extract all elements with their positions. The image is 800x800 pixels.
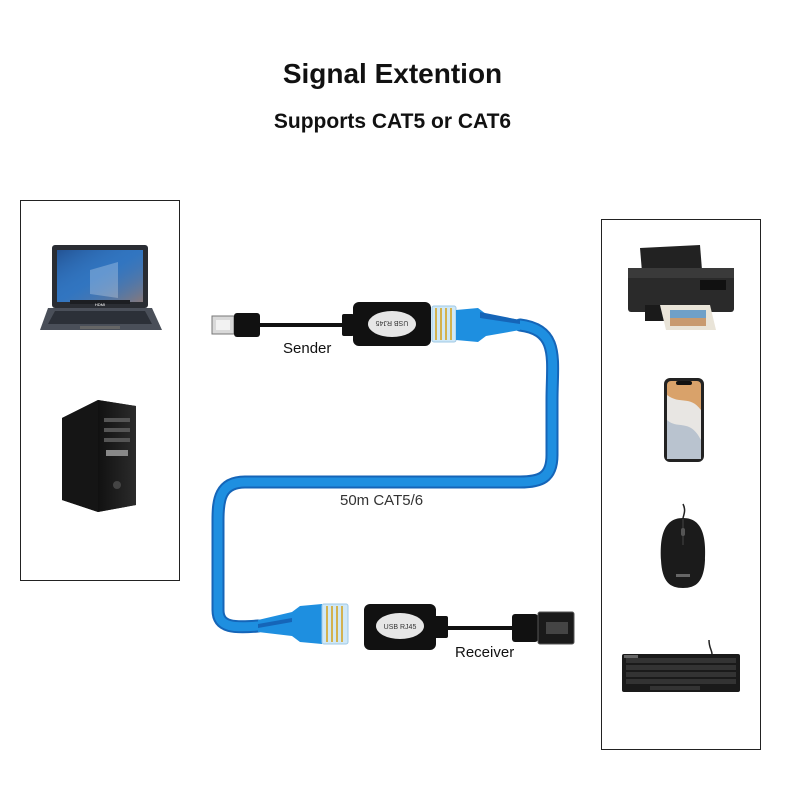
receiver-module-text: USB RJ45 [384, 624, 417, 631]
sender-rj45-plug [431, 305, 520, 343]
sender-module-text: USB RJ45 [376, 319, 409, 326]
page-title: Signal Extention [282, 58, 503, 89]
page-subtitle: Supports CAT5 or CAT6 [273, 110, 512, 133]
ethernet-cable [211, 318, 560, 634]
laptop-brand: HDMI [95, 302, 105, 307]
cable-length-label: 50m CAT5/6 [340, 492, 424, 509]
printer-icon [628, 245, 734, 330]
receiver-usb-socket [512, 611, 575, 645]
receiver-label: Receiver [455, 644, 515, 661]
sender-extender-module: USB RJ45 [342, 302, 431, 346]
receiver-extender-module: USB RJ45 [364, 604, 515, 650]
sender-label: Sender [283, 340, 332, 357]
desktop-tower-icon [62, 400, 136, 512]
smartphone-icon [664, 378, 704, 462]
receiver-rj45-plug [258, 603, 349, 645]
keyboard-icon [622, 639, 740, 692]
mouse-icon [660, 503, 706, 588]
sender-usb-plug [211, 313, 345, 337]
laptop-icon: HDMI [40, 245, 162, 330]
